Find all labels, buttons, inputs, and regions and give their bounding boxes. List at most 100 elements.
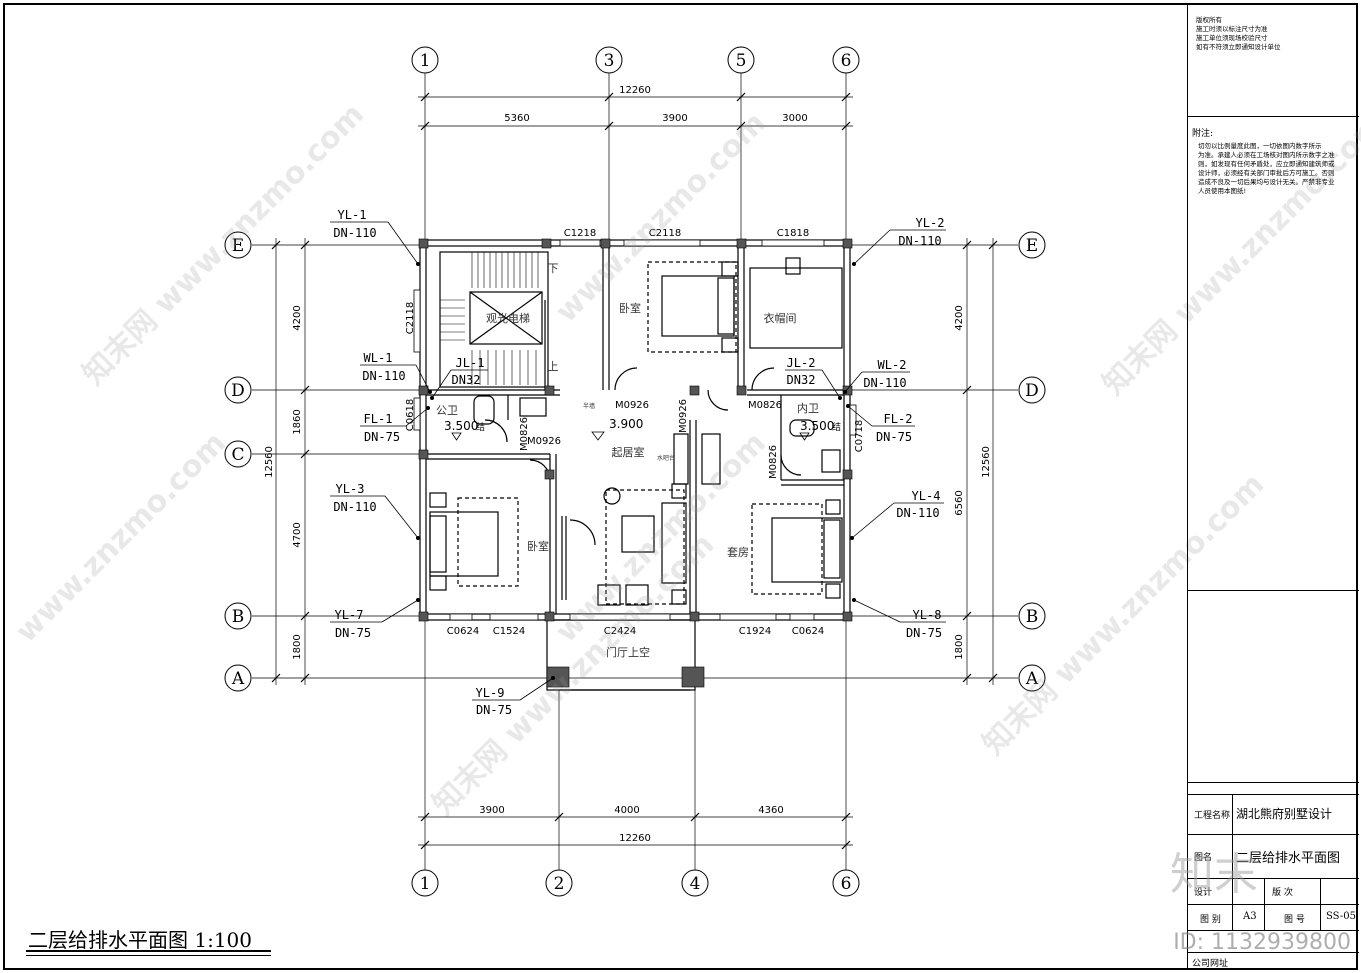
dim-top-part: 3900 [662, 113, 687, 124]
dim-top-part: 3000 [782, 113, 807, 124]
drawing-title: 二层给排水平面图 1:100 [28, 928, 252, 952]
axis-label-row: E [232, 236, 244, 256]
pipe-dn: DN-75 [876, 430, 912, 444]
design-cell: 设计 版 次 [1188, 878, 1359, 905]
axis-label-row: A [1025, 669, 1039, 689]
dim-right-total: 12560 [981, 446, 992, 478]
axis-label-bottom: 6 [841, 874, 852, 894]
axis-label-row: C [231, 445, 244, 465]
dim-left-part: 1860 [292, 409, 303, 434]
pipe-id: JL-2 [787, 356, 816, 370]
pipe-id: FL-1 [364, 412, 393, 426]
axis-label-row: E [1026, 236, 1038, 256]
axis-label-bottom: 2 [554, 874, 565, 894]
axis-label-row: B [1026, 607, 1039, 627]
pipe-dn: DN-110 [333, 500, 376, 514]
title-block: 版权所有 施工时须以标注尺寸为准 施工单位须现场校验尺寸 如有不符须立即通知设计… [1187, 4, 1359, 969]
axis-label-row: A [231, 669, 245, 689]
dim-bottom-part: 4000 [614, 805, 639, 816]
copyright-cell: 版权所有 施工时须以标注尺寸为准 施工单位须现场校验尺寸 如有不符须立即通知设计… [1188, 4, 1359, 117]
pipe-id: JL-1 [456, 356, 485, 370]
pipe-id: WL-1 [364, 351, 393, 365]
handrail-label: 半墙 [583, 402, 595, 410]
brand-logo: 知末 [1170, 849, 1258, 900]
window-label: C1218 [564, 228, 596, 239]
room-cloakroom: 衣帽间 [764, 311, 797, 325]
door-label: M0926 [678, 399, 689, 433]
blank-cell [1188, 782, 1359, 795]
project-label: 工程名称 [1194, 811, 1231, 821]
dim-bottom-total: 12260 [619, 833, 651, 844]
pipe-dn: DN-110 [333, 226, 376, 240]
room-suite: 套房 [727, 546, 749, 559]
room-private-wc: 内卫 [797, 401, 819, 415]
number-label: 图 号 [1284, 915, 1305, 925]
dim-left-part: 4700 [292, 522, 303, 547]
door-label: M0826 [748, 400, 782, 411]
dim-top-part: 5360 [504, 113, 529, 124]
copyright-notes: 版权所有 施工时须以标注尺寸为准 施工单位须现场校验尺寸 如有不符须立即通知设计… [1196, 16, 1281, 51]
number-value: SS-05 [1326, 911, 1356, 922]
pipe-dn: DN-110 [896, 506, 939, 520]
dim-left-part: 4200 [292, 305, 303, 330]
pipe-dn: DN-75 [476, 703, 512, 717]
window-label: C0618 [405, 399, 416, 431]
door-label: M0926 [615, 400, 649, 411]
pipe-id: YL-8 [913, 608, 942, 622]
door-label: M0826 [519, 417, 530, 451]
room-hall-void: 门厅上空 [606, 645, 650, 659]
design-label: 设计 [1194, 888, 1213, 898]
axis-label-top: 3 [604, 51, 615, 71]
elevation-wc1-suffix: 结 [476, 421, 485, 433]
pipe-id: YL-3 [336, 482, 365, 496]
pipe-id: YL-9 [476, 686, 505, 700]
category-cell: 图 别 A3 图 号 SS-05 [1188, 904, 1359, 931]
window-label: C1524 [493, 626, 525, 637]
room-public-wc: 公卫 [436, 404, 458, 417]
door-label: M0926 [527, 436, 561, 447]
drawing-name-cell: 图名 二层给排水平面图 [1188, 834, 1359, 879]
pipe-id: YL-4 [912, 489, 941, 503]
window-label: C0624 [792, 626, 824, 637]
axis-label-top: 6 [841, 51, 852, 71]
stair-down-label: 下 [548, 262, 559, 275]
blank-cell [1188, 930, 1359, 953]
pipe-dn: DN32 [787, 373, 816, 387]
project-name: 湖北熊府别墅设计 [1236, 807, 1333, 821]
room-elevator: 观光电梯 [486, 311, 530, 325]
drawing-label: 图名 [1194, 853, 1213, 863]
title-underline [26, 955, 271, 956]
pipe-dn: DN-75 [906, 626, 942, 640]
room-bedroom: 卧室 [527, 539, 549, 553]
notes-title: 附注: [1192, 129, 1214, 139]
axis-label-row: B [232, 607, 245, 627]
pipe-id: FL-2 [884, 412, 913, 426]
dim-bottom-part: 3900 [479, 805, 504, 816]
axis-label-row: D [231, 381, 245, 401]
axis-label-top: 1 [420, 51, 431, 71]
elevation-wc2-suffix: 结 [832, 421, 841, 433]
drawing-name: 二层给排水平面图 [1236, 851, 1341, 866]
stair-up-label: 上 [548, 360, 559, 373]
dim-right-part: 1800 [954, 634, 965, 659]
pipe-dn: DN-110 [863, 376, 906, 390]
axis-label-bottom: 4 [690, 874, 701, 894]
axis-label-row: D [1025, 381, 1039, 401]
brand-id: ID: 1132939800 [1173, 930, 1351, 955]
dim-top-total: 12260 [619, 85, 651, 96]
version-label: 版 次 [1272, 888, 1293, 898]
pipe-dn: DN-110 [362, 369, 405, 383]
dim-left-part: 1800 [292, 634, 303, 659]
axis-label-top: 5 [736, 51, 747, 71]
notes-cell: 附注: 切勿以比例量度此图，一切依图内数字所示 为准。承建人必须在工场核对图内所… [1188, 116, 1359, 591]
door-label: M0826 [768, 445, 779, 479]
pipe-id: WL-2 [878, 358, 907, 372]
window-label: C1924 [739, 626, 771, 637]
pipe-dn: DN-110 [898, 234, 941, 248]
elevation-living: 3.900 [609, 417, 643, 431]
pipe-id: YL-1 [338, 208, 367, 222]
title-underline [26, 950, 271, 952]
elevation-wc2: 3.500 [800, 419, 834, 433]
pipe-dn: DN-75 [335, 626, 371, 640]
